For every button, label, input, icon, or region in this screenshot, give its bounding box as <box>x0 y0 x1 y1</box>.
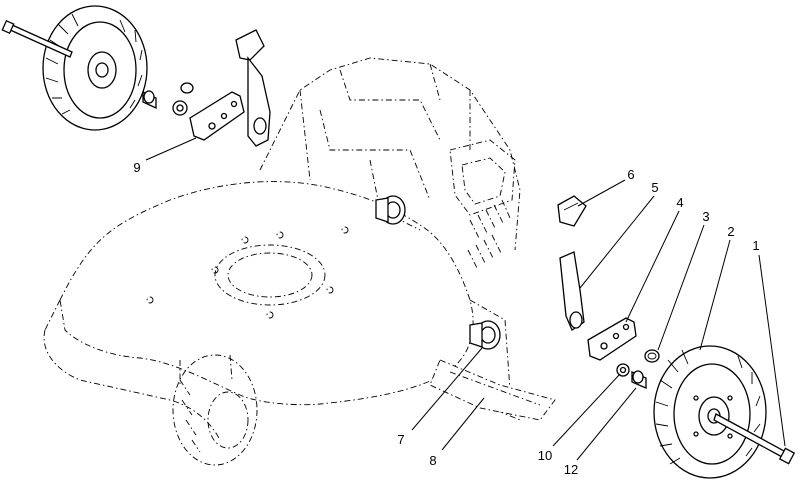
height-bracket-4 <box>587 317 637 361</box>
rear-deflector <box>429 359 556 421</box>
callout-labels: 1 2 3 4 5 6 9 7 8 10 12 <box>133 160 759 477</box>
front-wheel-ghost <box>172 354 258 466</box>
callout-8: 8 <box>429 453 436 468</box>
spacer-12 <box>631 370 647 389</box>
callout-9: 9 <box>133 160 140 175</box>
callout-10: 10 <box>538 448 552 463</box>
callout-1: 1 <box>752 238 759 253</box>
callout-12: 12 <box>564 462 578 477</box>
height-lever-left <box>235 29 271 147</box>
height-knob-6 <box>557 195 587 227</box>
wheel-left <box>42 5 148 131</box>
retaining-ring-3 <box>644 349 660 363</box>
leader-lines <box>145 137 786 461</box>
wheel-2 <box>653 345 767 479</box>
spacer-left <box>142 82 194 116</box>
callout-2: 2 <box>727 224 734 239</box>
axle-bolt-1 <box>713 413 796 465</box>
pivot-bushing-upper <box>375 195 406 225</box>
height-lever-5 <box>559 251 585 331</box>
callout-3: 3 <box>702 209 709 224</box>
callout-4: 4 <box>676 195 683 210</box>
callout-7: 7 <box>397 432 404 447</box>
axle-bolt-left <box>1 19 73 58</box>
washer-10 <box>616 363 630 377</box>
callout-5: 5 <box>651 180 658 195</box>
height-bracket-left <box>189 91 245 141</box>
deck-rib-texture <box>467 199 511 271</box>
callout-6: 6 <box>627 167 634 182</box>
pivot-bushing-7 <box>469 320 501 350</box>
